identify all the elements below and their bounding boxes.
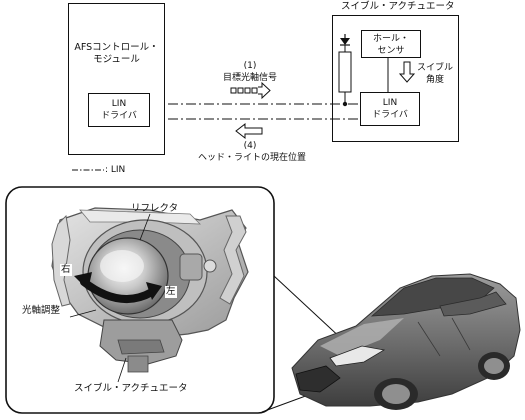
hall-sensor-box: ホール・ センサ [361, 30, 421, 58]
actuator-label: スイブル・アクチュエータ [74, 383, 188, 394]
optical-axis-label: 光軸調整 [22, 305, 61, 316]
car-headlight [329, 345, 386, 367]
signal-1-label: 目標光軸信号 [222, 73, 277, 83]
hollow-arrow-down-icon [398, 61, 416, 83]
schematic-wiring [72, 34, 416, 171]
signal-4-arrow-icon [235, 122, 263, 140]
reflector-label: リフレクタ [131, 203, 179, 214]
afs-control-module-box [68, 3, 165, 155]
illustration-drawing [5, 186, 521, 414]
bulb-symbol-icon [340, 38, 350, 45]
afs-module-title: AFSコントロール・ モジュール [74, 42, 159, 65]
signal-1-number: (1) [243, 61, 257, 71]
signal-4-number: (4) [243, 141, 257, 151]
lin-driver-left: LIN ドライバ [88, 93, 150, 127]
swivel-actuator-title: スイブル・アクチュエータ [341, 1, 455, 12]
swivel-angle-label: スイブル 角度 [417, 63, 454, 85]
curved-double-arrow-icon [74, 272, 162, 303]
signal-4-label: ヘッド・ライトの現在位置 [197, 153, 306, 163]
lin-driver-right: LIN ドライバ [360, 92, 420, 126]
legend-label: : LIN [105, 165, 126, 175]
actuator-wiring [338, 34, 389, 107]
left-label: 左 [165, 286, 177, 298]
right-label: 右 [60, 264, 72, 276]
car-illustration [291, 273, 521, 410]
signal-1-arrow-icon [230, 81, 271, 100]
swivel-actuator-box [332, 15, 459, 142]
